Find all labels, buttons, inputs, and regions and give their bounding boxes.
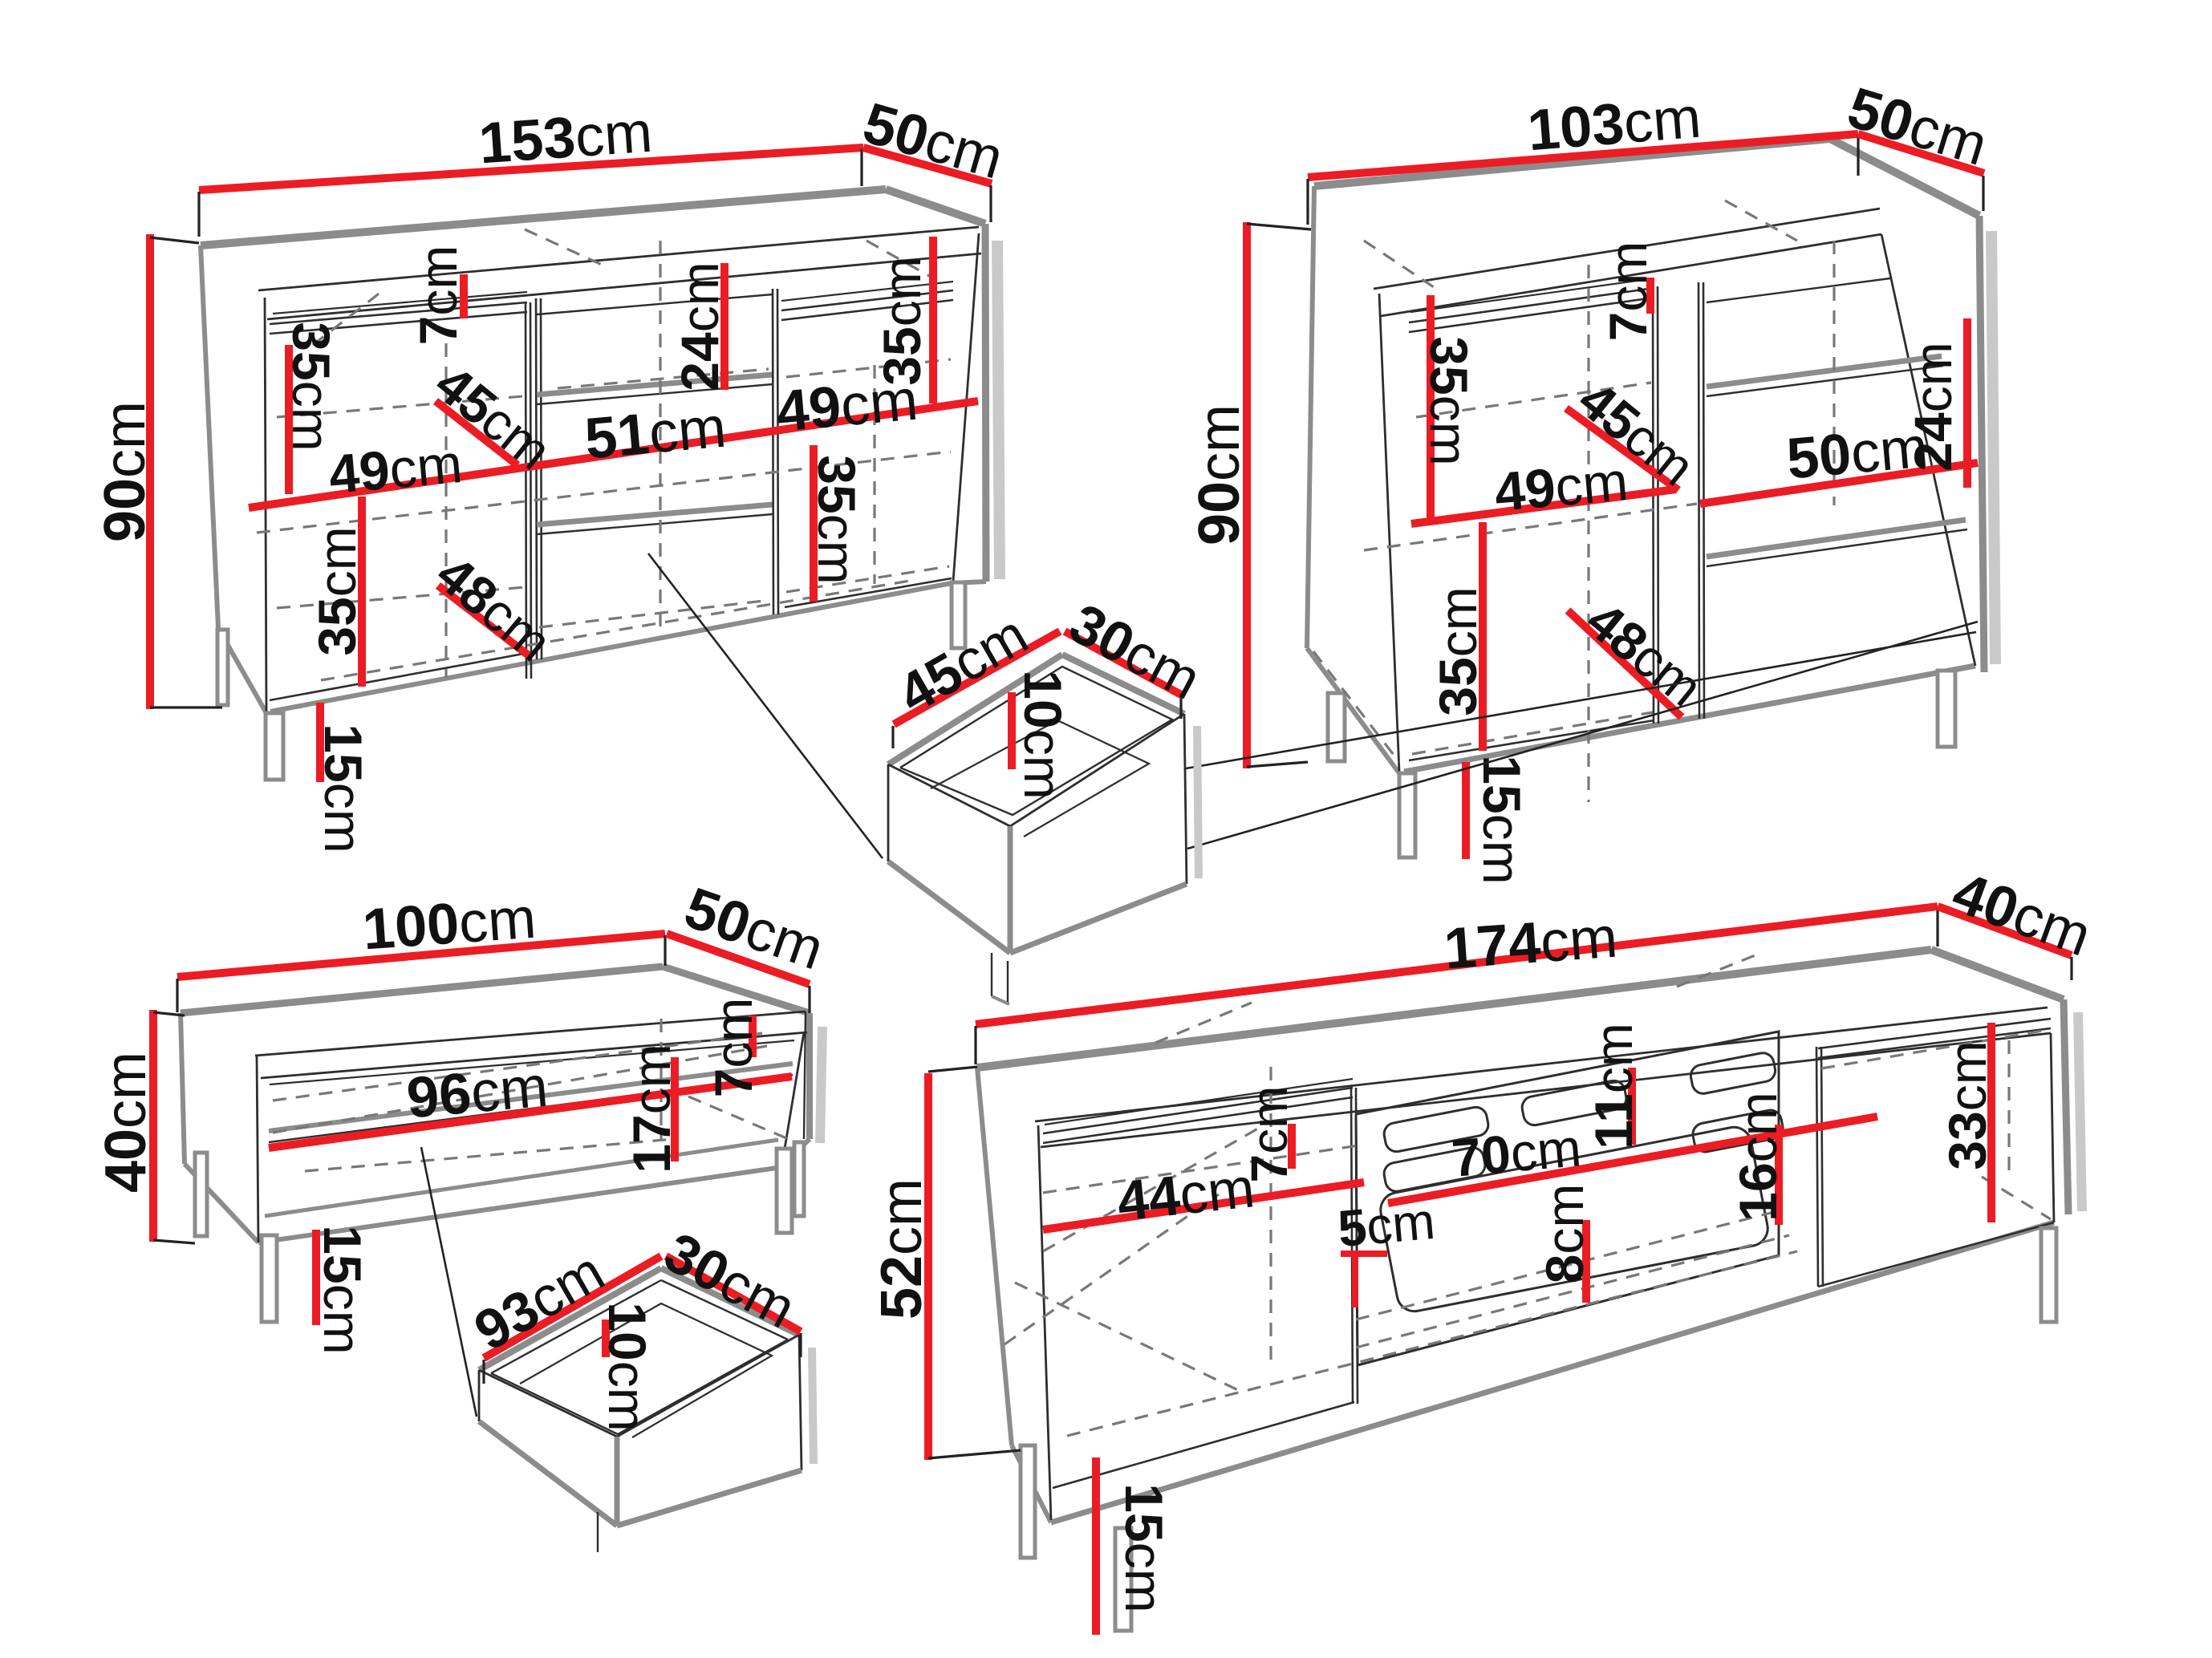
svg-text:153cm: 153cm: [477, 100, 654, 176]
svg-text:49cm: 49cm: [774, 367, 920, 444]
svg-text:49cm: 49cm: [327, 433, 465, 505]
svg-text:50cm: 50cm: [856, 91, 1009, 191]
svg-text:17cm: 17cm: [622, 1044, 681, 1173]
svg-text:15cm: 15cm: [1472, 755, 1532, 884]
svg-text:35cm: 35cm: [1419, 336, 1479, 465]
svg-text:35cm: 35cm: [307, 526, 367, 655]
svg-text:100cm: 100cm: [360, 886, 538, 963]
svg-text:90cm: 90cm: [93, 401, 157, 542]
svg-text:70cm: 70cm: [1449, 1117, 1583, 1188]
svg-text:7cm: 7cm: [1598, 241, 1658, 342]
svg-text:90cm: 90cm: [1187, 404, 1252, 545]
svg-text:5cm: 5cm: [1336, 1192, 1438, 1258]
svg-text:35cm: 35cm: [807, 455, 867, 584]
svg-text:50cm: 50cm: [1784, 415, 1930, 491]
svg-text:174cm: 174cm: [1442, 906, 1619, 982]
svg-text:96cm: 96cm: [404, 1054, 550, 1130]
svg-text:35cm: 35cm: [872, 256, 931, 385]
svg-text:44cm: 44cm: [1114, 1156, 1257, 1232]
svg-text:35cm: 35cm: [282, 322, 341, 451]
svg-text:11cm: 11cm: [1584, 1023, 1643, 1149]
svg-text:52cm: 52cm: [870, 1178, 934, 1320]
svg-text:24cm: 24cm: [1903, 342, 1962, 471]
svg-text:51cm: 51cm: [582, 395, 729, 471]
svg-text:8cm: 8cm: [1535, 1184, 1594, 1284]
svg-text:24cm: 24cm: [670, 261, 729, 391]
svg-text:35cm: 35cm: [1428, 586, 1488, 715]
svg-text:40cm: 40cm: [94, 1052, 158, 1193]
svg-text:33cm: 33cm: [1938, 1040, 1997, 1170]
svg-text:7cm: 7cm: [408, 245, 468, 346]
svg-text:15cm: 15cm: [313, 1225, 372, 1354]
svg-text:15cm: 15cm: [314, 724, 373, 853]
svg-text:7cm: 7cm: [704, 998, 763, 1098]
svg-text:49cm: 49cm: [1492, 451, 1630, 523]
svg-text:7cm: 7cm: [1240, 1086, 1298, 1183]
svg-text:10cm: 10cm: [1013, 670, 1073, 799]
svg-text:15cm: 15cm: [1114, 1483, 1174, 1612]
svg-text:10cm: 10cm: [598, 1302, 657, 1431]
svg-text:103cm: 103cm: [1525, 86, 1703, 164]
svg-text:16cm: 16cm: [1728, 1092, 1788, 1221]
